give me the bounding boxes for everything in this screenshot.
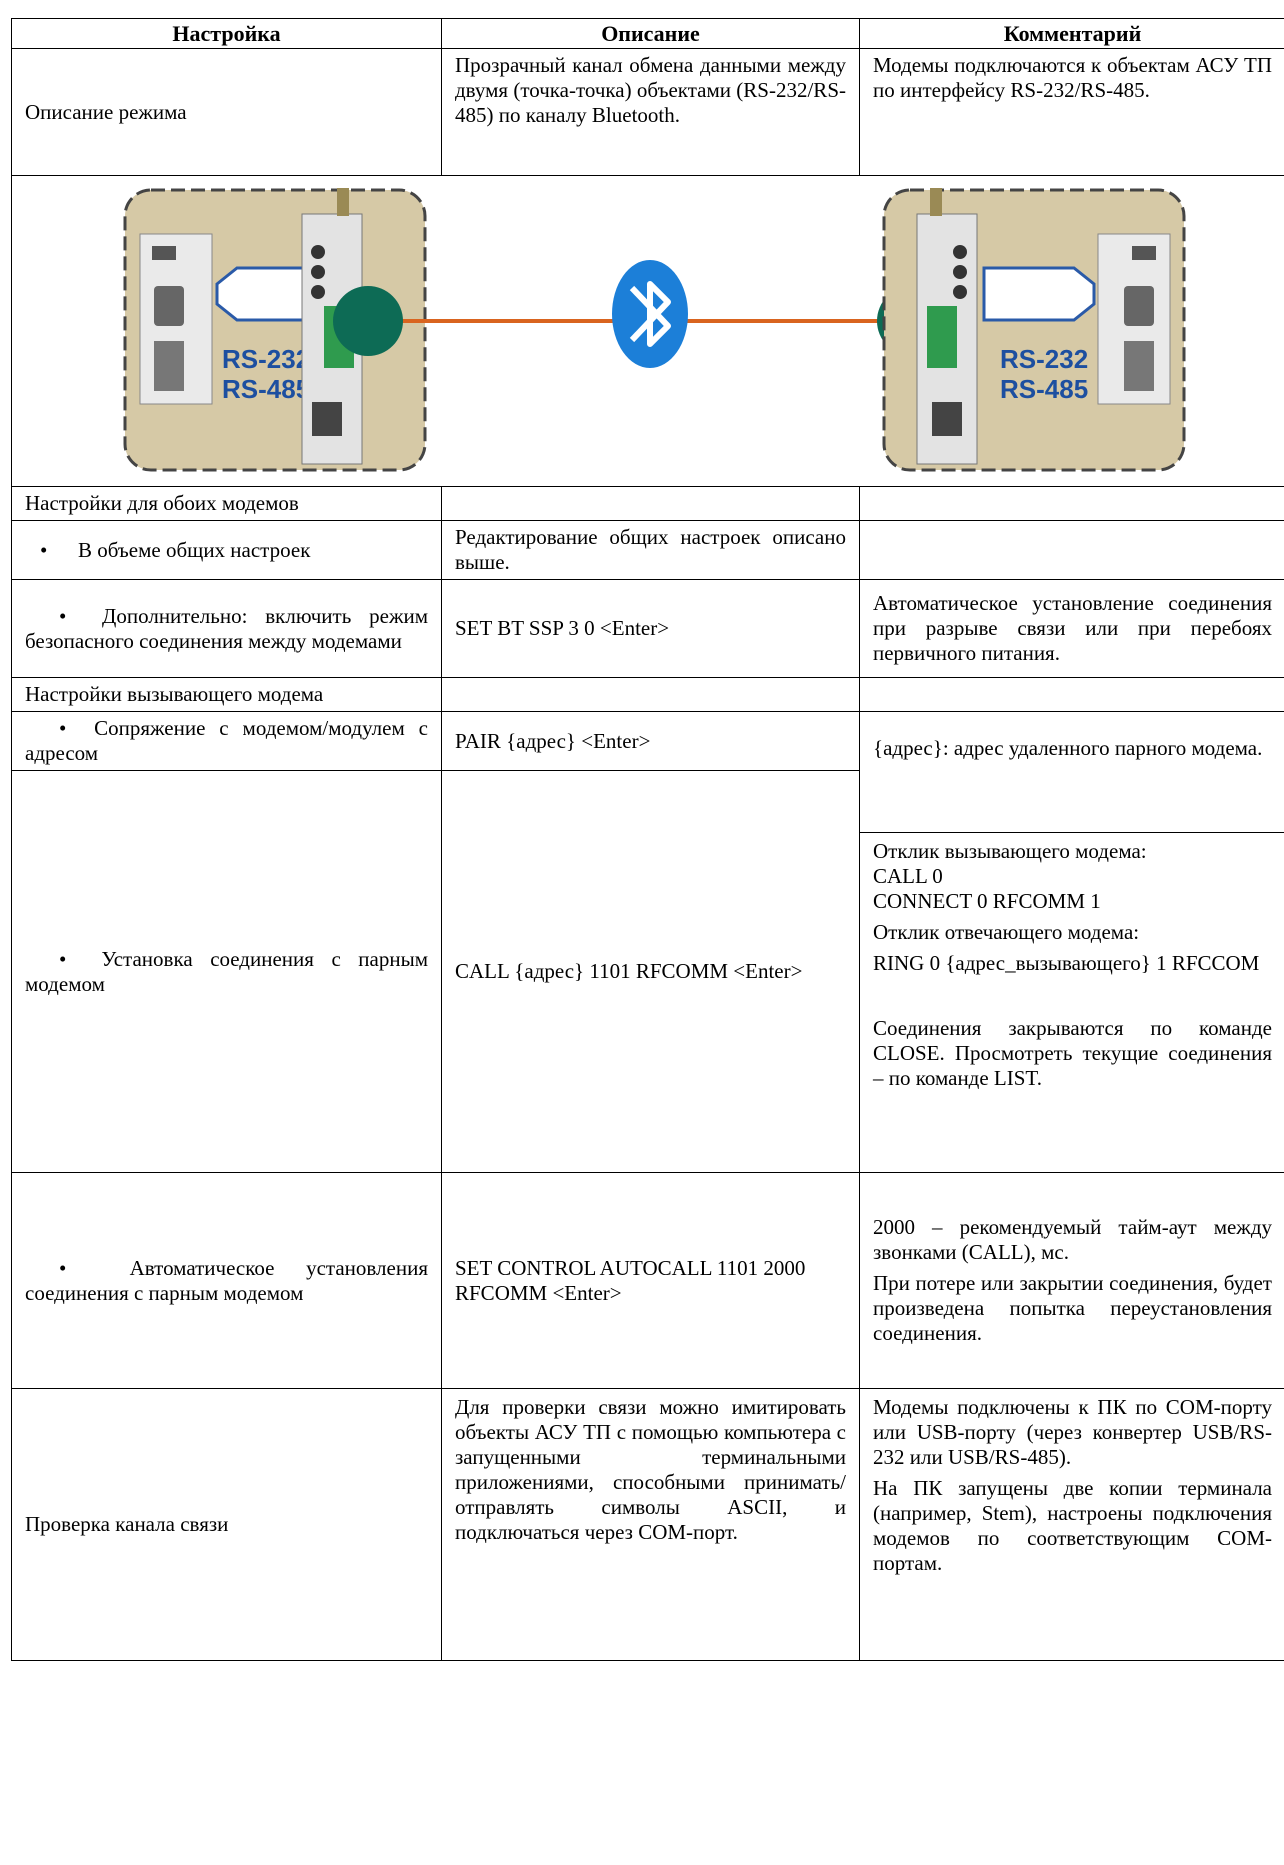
left-label-1: RS-232 [222, 344, 310, 374]
caller-section-title: Настройки вызывающего модема [11, 677, 442, 712]
call-command: CALL {адрес} 1101 RFCOMM <Enter> [441, 770, 860, 1173]
ssp-row: • Дополнительно: включить режим безопасн… [11, 579, 1284, 678]
general-setting: •В объеме общих настроек [11, 520, 442, 580]
bluetooth-icon [612, 260, 688, 368]
call-comment: Отклик вызывающего модема: CALL 0 CONNEC… [859, 832, 1284, 1173]
mode-description: Прозрачный канал обмена данными между дв… [441, 48, 860, 176]
right-label-1: RS-232 [1000, 344, 1088, 374]
call-caller-line2: CONNECT 0 RFCOMM 1 [873, 889, 1101, 913]
ssp-setting: • Дополнительно: включить режим безопасн… [11, 579, 442, 678]
auto-row: • Автоматическое установления соединения… [11, 1172, 1284, 1389]
auto-comment-2: При потере или закрытии соединения, буде… [873, 1271, 1272, 1345]
general-description: Редактирование общих настроек описано вы… [441, 520, 860, 580]
auto-comment-1: 2000 – рекомендуемый тайм-аут между звон… [873, 1215, 1272, 1264]
auto-command: SET CONTROL AUTOCALL 1101 2000 RFCOMM <E… [441, 1172, 860, 1389]
call-caller-line1: CALL 0 [873, 864, 943, 888]
header-row: Настройка Описание Комментарий [11, 18, 1284, 49]
connection-diagram: RS-232 RS-485 [123, 188, 1186, 472]
general-row: •В объеме общих настроек Редактирование … [11, 520, 1284, 580]
ssp-command: SET BT SSP 3 0 <Enter> [441, 579, 860, 678]
check-name: Проверка канала связи [11, 1388, 442, 1661]
check-comment: Модемы подключены к ПК по COM-порту или … [859, 1388, 1284, 1661]
diagram-cell: RS-232 RS-485 [11, 175, 1284, 487]
both-section-title: Настройки для обоих модемов [11, 486, 442, 521]
mode-row: Описание режима Прозрачный канал обмена … [11, 48, 1284, 176]
both-section-row: Настройки для обоих модемов [11, 486, 1284, 521]
check-row: Проверка канала связи Для проверки связи… [11, 1388, 1284, 1661]
call-answer-text: RING 0 {адрес_вызывающего} 1 RFCCOM [873, 951, 1260, 975]
caller-section-row: Настройки вызывающего модема [11, 677, 1284, 712]
pair-row: • Сопряжение с модемом/модулем с адресом… [11, 711, 1284, 833]
call-row-a: • Установка соединения с парным модемом … [11, 770, 1284, 1173]
check-comment-1: Модемы подключены к ПК по COM-порту или … [873, 1395, 1272, 1469]
call-row-b: Отклик вызывающего модема: CALL 0 CONNEC… [12, 832, 1284, 1173]
ssp-comment: Автоматическое установление соединения п… [859, 579, 1284, 678]
pair-comment: {адрес}: адрес удаленного парного модема… [859, 711, 1284, 833]
header-comment: Комментарий [859, 18, 1284, 49]
mode-comment: Модемы подключаются к объектам АСУ ТП по… [859, 48, 1284, 176]
auto-setting: • Автоматическое установления соединения… [11, 1172, 442, 1389]
header-setting: Настройка [11, 18, 442, 49]
call-close-note: Соединения закрываются по команде CLOSE.… [873, 1016, 1272, 1090]
check-description: Для проверки связи можно имитировать объ… [441, 1388, 860, 1661]
call-caller-label: Отклик вызывающего модема: [873, 839, 1147, 863]
left-label-2: RS-485 [222, 374, 310, 404]
check-comment-2: На ПК запущены две копии терминала (напр… [873, 1476, 1272, 1575]
call-setting: • Установка соединения с парным модемом [11, 770, 442, 1173]
pair-setting: • Сопряжение с модемом/модулем с адресом [11, 711, 442, 771]
right-arrow [982, 266, 1096, 322]
right-label-2: RS-485 [1000, 374, 1088, 404]
settings-table: Настройка Описание Комментарий Описание … [11, 18, 1284, 1661]
call-answer-label: Отклик отвечающего модема: [873, 920, 1140, 944]
pair-command: PAIR {адрес} <Enter> [441, 711, 860, 771]
left-node [333, 286, 403, 356]
diagram-row: RS-232 RS-485 [11, 175, 1284, 487]
mode-name: Описание режима [11, 48, 442, 176]
header-description: Описание [441, 18, 860, 49]
auto-comment: 2000 – рекомендуемый тайм-аут между звон… [859, 1172, 1284, 1389]
